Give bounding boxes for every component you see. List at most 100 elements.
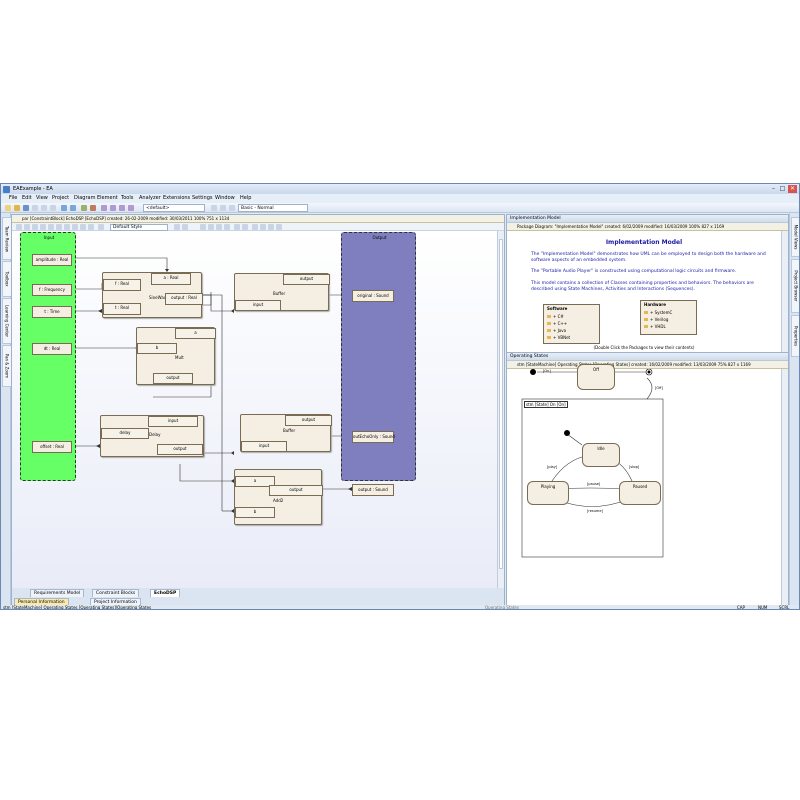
- state-playing[interactable]: Playing: [527, 481, 569, 505]
- port-output[interactable]: output: [157, 444, 203, 455]
- port-b[interactable]: b: [137, 343, 177, 354]
- port-output[interactable]: output: [285, 415, 332, 426]
- output-sound[interactable]: output : Sound: [352, 484, 394, 496]
- diagram-vertical-scrollbar[interactable]: [497, 231, 504, 588]
- menu-tools[interactable]: Tools: [121, 195, 134, 201]
- port-b[interactable]: b: [235, 507, 275, 518]
- workspace-icon[interactable]: [229, 205, 235, 211]
- line-color-icon[interactable]: [98, 224, 104, 230]
- input-frequency[interactable]: f : Frequency: [32, 284, 72, 296]
- group-icon[interactable]: [48, 224, 54, 230]
- dock-tab-project-browser[interactable]: Project Browser: [791, 259, 799, 313]
- dock-tab-properties[interactable]: Properties: [791, 315, 799, 357]
- port-output[interactable]: output : Real: [165, 293, 203, 305]
- print-icon[interactable]: [242, 224, 248, 230]
- save-icon[interactable]: [23, 205, 29, 211]
- port-f[interactable]: f : Real: [103, 279, 141, 291]
- state-idle[interactable]: Idle: [582, 443, 620, 467]
- state-paused[interactable]: Paused: [619, 481, 661, 505]
- port-a[interactable]: a : Real: [151, 273, 191, 285]
- port-input[interactable]: input: [241, 441, 287, 452]
- open-icon[interactable]: [14, 205, 20, 211]
- font-color-icon[interactable]: [80, 224, 86, 230]
- underline-icon[interactable]: [72, 224, 78, 230]
- minimize-button[interactable]: –: [772, 185, 775, 192]
- close-button[interactable]: ✕: [788, 185, 797, 193]
- menu-project[interactable]: Project: [52, 195, 70, 201]
- style-icon[interactable]: [182, 224, 188, 230]
- input-offset[interactable]: offset : Real: [32, 441, 72, 453]
- diagram-icon[interactable]: [101, 205, 107, 211]
- menu-file[interactable]: File: [9, 195, 18, 201]
- port-output[interactable]: output: [153, 373, 193, 384]
- perspective-select[interactable]: <default>: [143, 204, 205, 212]
- output-echo-only[interactable]: outEchoOnly : Sound: [352, 431, 395, 443]
- align-icon[interactable]: [16, 224, 22, 230]
- menu-settings[interactable]: Settings: [192, 195, 213, 201]
- block-mult[interactable]: a b Mult output: [136, 327, 216, 385]
- state-off[interactable]: Off: [577, 364, 615, 390]
- layout-diagram-icon[interactable]: [234, 224, 240, 230]
- zoom-in-icon[interactable]: [216, 224, 222, 230]
- menu-view[interactable]: View: [36, 195, 48, 201]
- menu-element[interactable]: Element: [97, 195, 118, 201]
- distribute-icon[interactable]: [24, 224, 30, 230]
- new-icon[interactable]: [5, 205, 11, 211]
- block-sinewave[interactable]: a : Real f : Real SineWave output : Real…: [102, 272, 203, 318]
- connector-icon[interactable]: [208, 224, 214, 230]
- size-icon[interactable]: [32, 224, 38, 230]
- output-partition[interactable]: Output: [341, 232, 416, 481]
- undo-icon[interactable]: [61, 205, 67, 211]
- port-output[interactable]: output: [283, 274, 330, 285]
- menu-analyzer[interactable]: Analyzer: [139, 195, 161, 201]
- input-amplitude[interactable]: amplitude : Real: [32, 254, 72, 266]
- order-icon[interactable]: [40, 224, 46, 230]
- properties-icon[interactable]: [276, 224, 282, 230]
- input-partition[interactable]: Input: [20, 232, 76, 481]
- copy-image-icon[interactable]: [252, 224, 258, 230]
- diagram-canvas[interactable]: Input amplitude : Real f : Frequency t :…: [12, 231, 497, 588]
- block-buffer-2[interactable]: output Buffer input: [240, 414, 332, 452]
- port-t[interactable]: t : Real: [103, 303, 141, 315]
- package-hardware[interactable]: Hardware + SystemC + Verilog + VHDL: [640, 300, 697, 335]
- block-buffer-1[interactable]: output Buffer input: [234, 273, 330, 311]
- port-a[interactable]: a: [175, 328, 216, 339]
- implementation-scrollbar[interactable]: [781, 231, 788, 352]
- apply-style-icon[interactable]: [174, 224, 180, 230]
- dock-tab-model-views[interactable]: Model Views: [791, 217, 799, 257]
- line-style-icon[interactable]: [200, 224, 206, 230]
- block-delay[interactable]: input delay Delay output: [100, 415, 204, 457]
- italic-icon[interactable]: [64, 224, 70, 230]
- redo-icon[interactable]: [70, 205, 76, 211]
- states-scrollbar[interactable]: [781, 369, 788, 605]
- input-time[interactable]: t : Time: [32, 306, 72, 318]
- output-original[interactable]: original : Sound: [352, 290, 394, 302]
- export-icon[interactable]: [260, 224, 266, 230]
- block-add[interactable]: a output Add2 b: [234, 469, 323, 525]
- states-canvas[interactable]: stm [State] On [On] Off Idle Playing Pau…: [507, 364, 781, 605]
- menu-help[interactable]: Help: [240, 195, 252, 201]
- lock-icon[interactable]: [268, 224, 274, 230]
- paste-icon[interactable]: [50, 205, 56, 211]
- menu-extensions[interactable]: Extensions: [163, 195, 191, 201]
- cut-icon[interactable]: [32, 205, 38, 211]
- menu-edit[interactable]: Edit: [22, 195, 32, 201]
- filter-icon[interactable]: [220, 205, 226, 211]
- port-output[interactable]: output: [269, 485, 323, 496]
- element-icon[interactable]: [110, 205, 116, 211]
- settings-icon[interactable]: [211, 205, 217, 211]
- package-software[interactable]: Software + C# + C++ + Java + VBNet: [543, 304, 600, 344]
- port-delay[interactable]: delay: [101, 428, 149, 439]
- implementation-canvas[interactable]: Implementation Model The "Implementation…: [507, 231, 781, 353]
- port-input[interactable]: input: [235, 300, 281, 311]
- workspace-select[interactable]: Basic - Normal: [238, 204, 308, 212]
- input-dt[interactable]: dt : Real: [32, 343, 72, 355]
- bold-icon[interactable]: [56, 224, 62, 230]
- style-select[interactable]: Default Style: [110, 224, 168, 231]
- layout-icon[interactable]: [128, 205, 134, 211]
- port-input[interactable]: input: [148, 416, 198, 427]
- find-icon[interactable]: [81, 205, 87, 211]
- help-icon[interactable]: [90, 205, 96, 211]
- maximize-button[interactable]: □: [779, 185, 786, 192]
- scrollbar-thumb[interactable]: [499, 239, 503, 569]
